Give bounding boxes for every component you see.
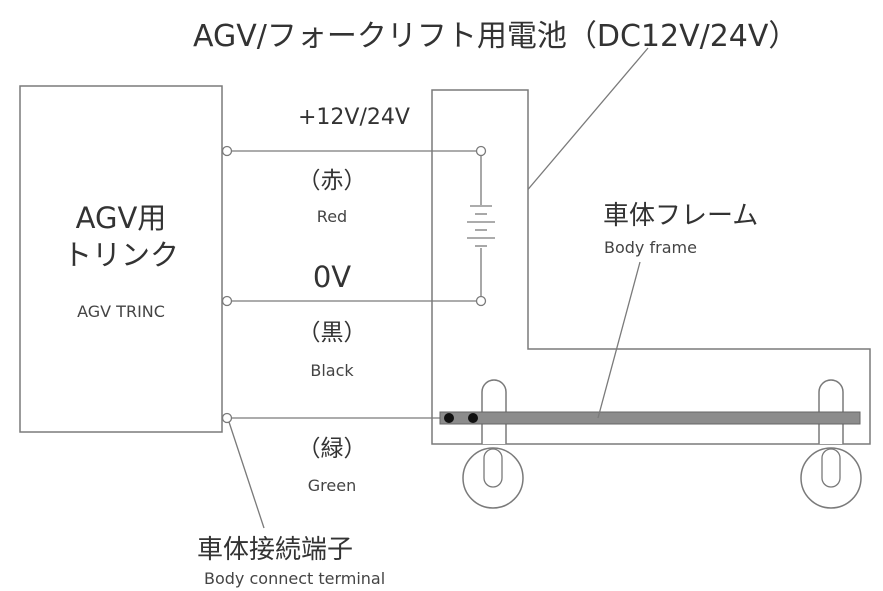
battery-leader-line xyxy=(507,47,649,214)
body-frame-label-en: Body frame xyxy=(604,238,697,257)
frame-terminal-dot-2 xyxy=(468,413,478,423)
vehicle-body-outline xyxy=(431,89,871,445)
trinc-negative-terminal xyxy=(221,295,233,307)
battery-icon xyxy=(467,205,495,247)
terminal-label-jp: 車体接続端子 xyxy=(197,535,353,565)
battery-positive-node xyxy=(475,145,487,157)
battery-label: AGV/フォークリフト用電池（DC12V/24V） xyxy=(193,19,798,54)
positive-color-en: Red xyxy=(317,207,347,226)
left-wheel xyxy=(462,379,524,509)
trinc-subtitle: AGV TRINC xyxy=(77,302,165,321)
body-frame-bar xyxy=(439,411,861,425)
battery-negative-node xyxy=(475,295,487,307)
trinc-ground-terminal xyxy=(221,412,233,424)
negative-color-jp: （黒） xyxy=(298,320,367,346)
trinc-box xyxy=(19,85,223,433)
trinc-title-line2: トリンク xyxy=(63,238,179,272)
terminal-leader-line xyxy=(228,421,265,529)
right-wheel xyxy=(800,379,862,509)
terminal-label-en: Body connect terminal xyxy=(204,569,385,588)
frame-terminal-dot-1 xyxy=(444,413,454,423)
trinc-positive-terminal xyxy=(221,145,233,157)
negative-voltage-label: 0V xyxy=(313,260,351,294)
body-frame-leader-line xyxy=(597,261,641,419)
body-frame-label-jp: 車体フレーム xyxy=(603,201,758,231)
negative-color-en: Black xyxy=(310,361,354,380)
trinc-title-line1: AGV用 xyxy=(76,201,167,235)
positive-voltage-label: +12V/24V xyxy=(298,105,410,130)
ground-color-en: Green xyxy=(308,476,356,495)
positive-color-jp: （赤） xyxy=(298,168,367,194)
ground-color-jp: （緑） xyxy=(298,436,367,462)
